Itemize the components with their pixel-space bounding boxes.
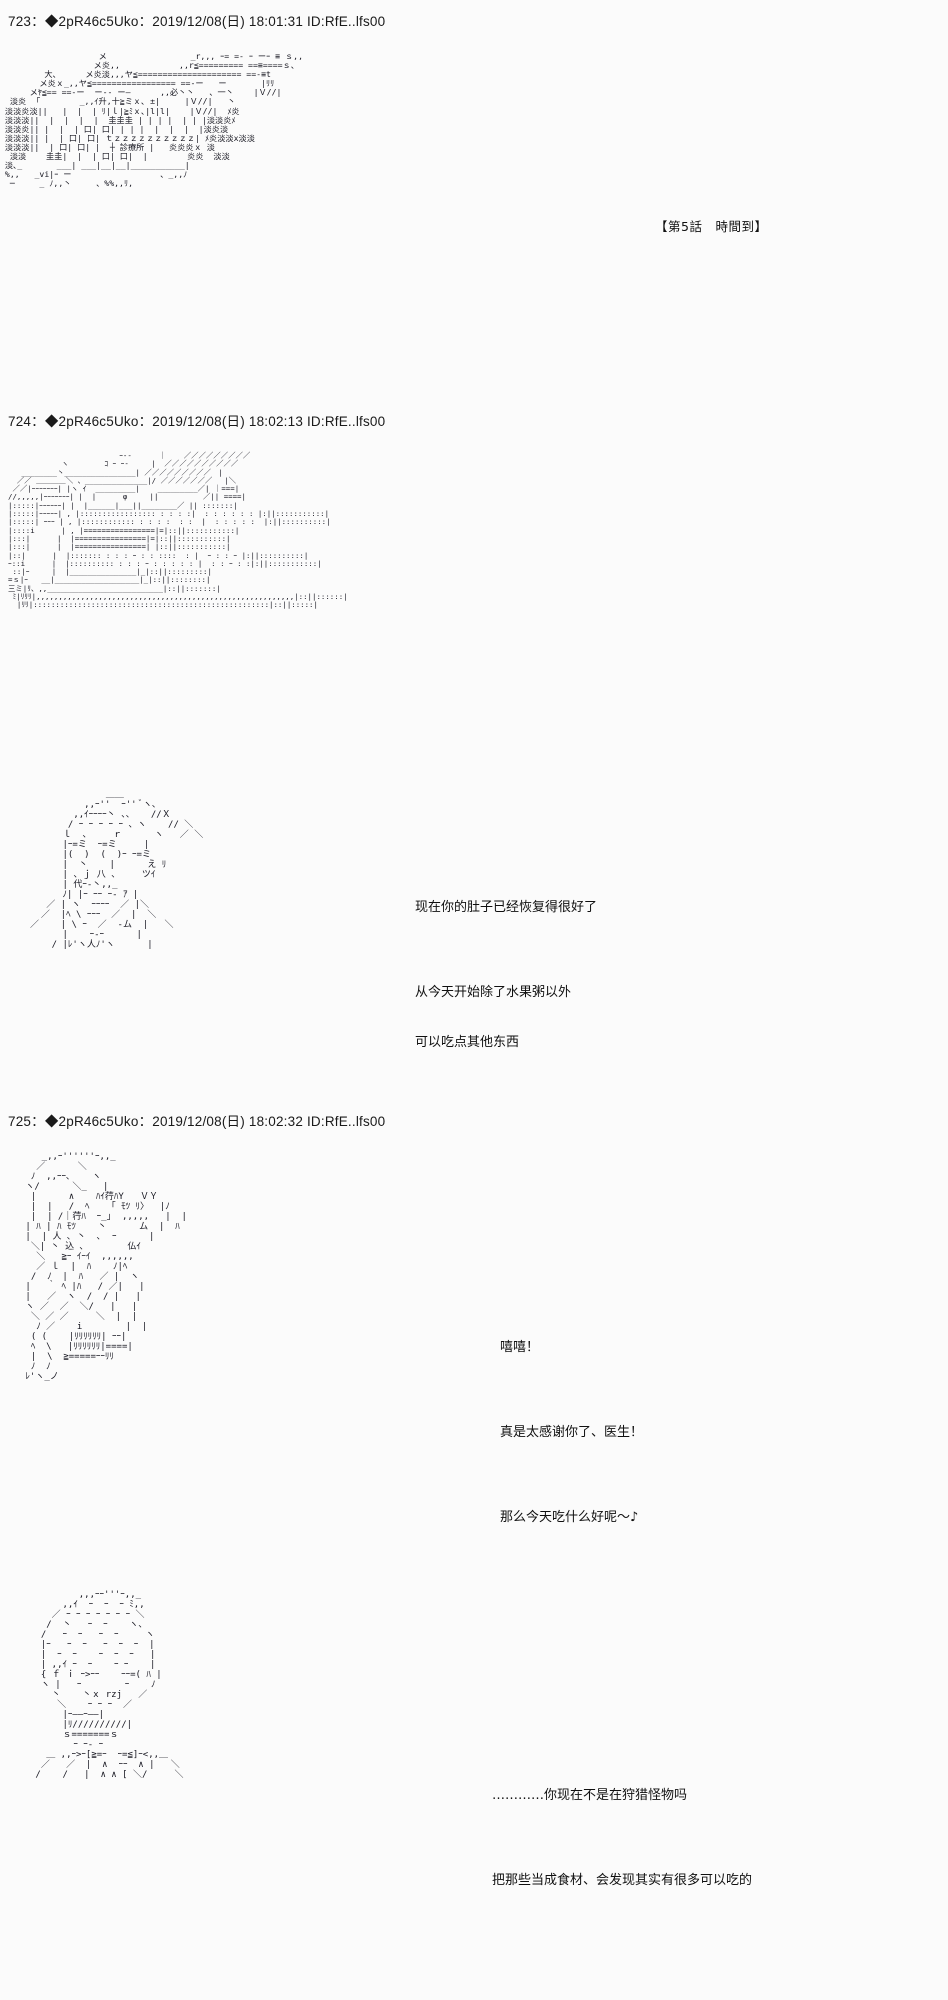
dialogue-line: 真是太感谢你了、医生！ [500,1425,644,1440]
dialogue-gap [415,945,895,955]
doctor-dialogue-724: 现在你的肚子已经恢复得很好了 从今天开始除了水果粥以外 可以吃点其他东西 [415,870,895,1080]
doctor-reply-ascii-art: ,,,ｰｰ'''ｰ,,_ ,,ｲ ｰ ｰ ｰ ﾐ,, ／ ｰ ｰ ｰ ｰ ｰ ｰ… [35,1590,184,1780]
post-723: 723：◆2pR46c5Uko：2019/12/08(日) 18:01:31 I… [0,14,948,30]
post-725: 725：◆2pR46c5Uko：2019/12/08(日) 18:02:32 I… [0,1114,948,1130]
girl-happy-ascii-art: _,,ｰ''''''ｰ,,_ ／ ＼ ﾉ ,,ｰｰ､ ヽ ヽ/ ＼_ | | ∧… [25,1152,187,1382]
dialogue-line: 把那些当成食材、会发现其实有很多可以吃的 [492,1873,753,1888]
clinic-interior-ascii-art: ｰ‐- ｜ ／／／／／／／／／ ヽ ｺ ｰ ｰ‐ | ／／／／／／／／／／ __… [8,451,348,610]
girl-dialogue-725: 嘻嘻！ 真是太感谢你了、医生！ 那么今天吃什么好呢～♪ [500,1310,920,1555]
doctor-portrait-ascii-art: ＿＿ ,,ｰ'' ｰ'' ﾞヽ､ ,,ｲｰｰｰｰ丶 、、 //Ｘ / ｰ ｰ ｰ… [30,790,204,950]
doctor-dialogue-725: …………你现在不是在狩猎怪物吗 把那些当成食材、会发现其实有很多可以吃的 [492,1758,932,1918]
dialogue-gap [492,1833,932,1843]
episode-title: 【第5話 時間到】 [655,219,768,234]
dialogue-line: …………你现在不是在狩猎怪物吗 [492,1788,688,1803]
post-header-725: 725：◆2pR46c5Uko：2019/12/08(日) 18:02:32 I… [8,1114,386,1129]
dialogue-gap [500,1385,920,1395]
dialogue-gap [500,1470,920,1480]
dialogue-line: 从今天开始除了水果粥以外 [415,985,572,1000]
dialogue-line: 嘻嘻！ [500,1340,540,1355]
dialogue-line: 那么今天吃什么好呢～♪ [500,1510,639,1525]
post-header-724: 724：◆2pR46c5Uko：2019/12/08(日) 18:02:13 I… [8,414,386,429]
post-724: 724：◆2pR46c5Uko：2019/12/08(日) 18:02:13 I… [0,414,948,430]
post-header-723: 723：◆2pR46c5Uko：2019/12/08(日) 18:01:31 I… [8,14,386,29]
dialogue-line: 现在你的肚子已经恢复得很好了 [415,900,598,915]
clinic-exterior-ascii-art: メ _r,,, ｰ= =- ｰ ーｰ ≡ ｓ,, メ炎,, ,,r≦======… [4,51,304,189]
dialogue-line: 可以吃点其他东西 [415,1035,520,1050]
